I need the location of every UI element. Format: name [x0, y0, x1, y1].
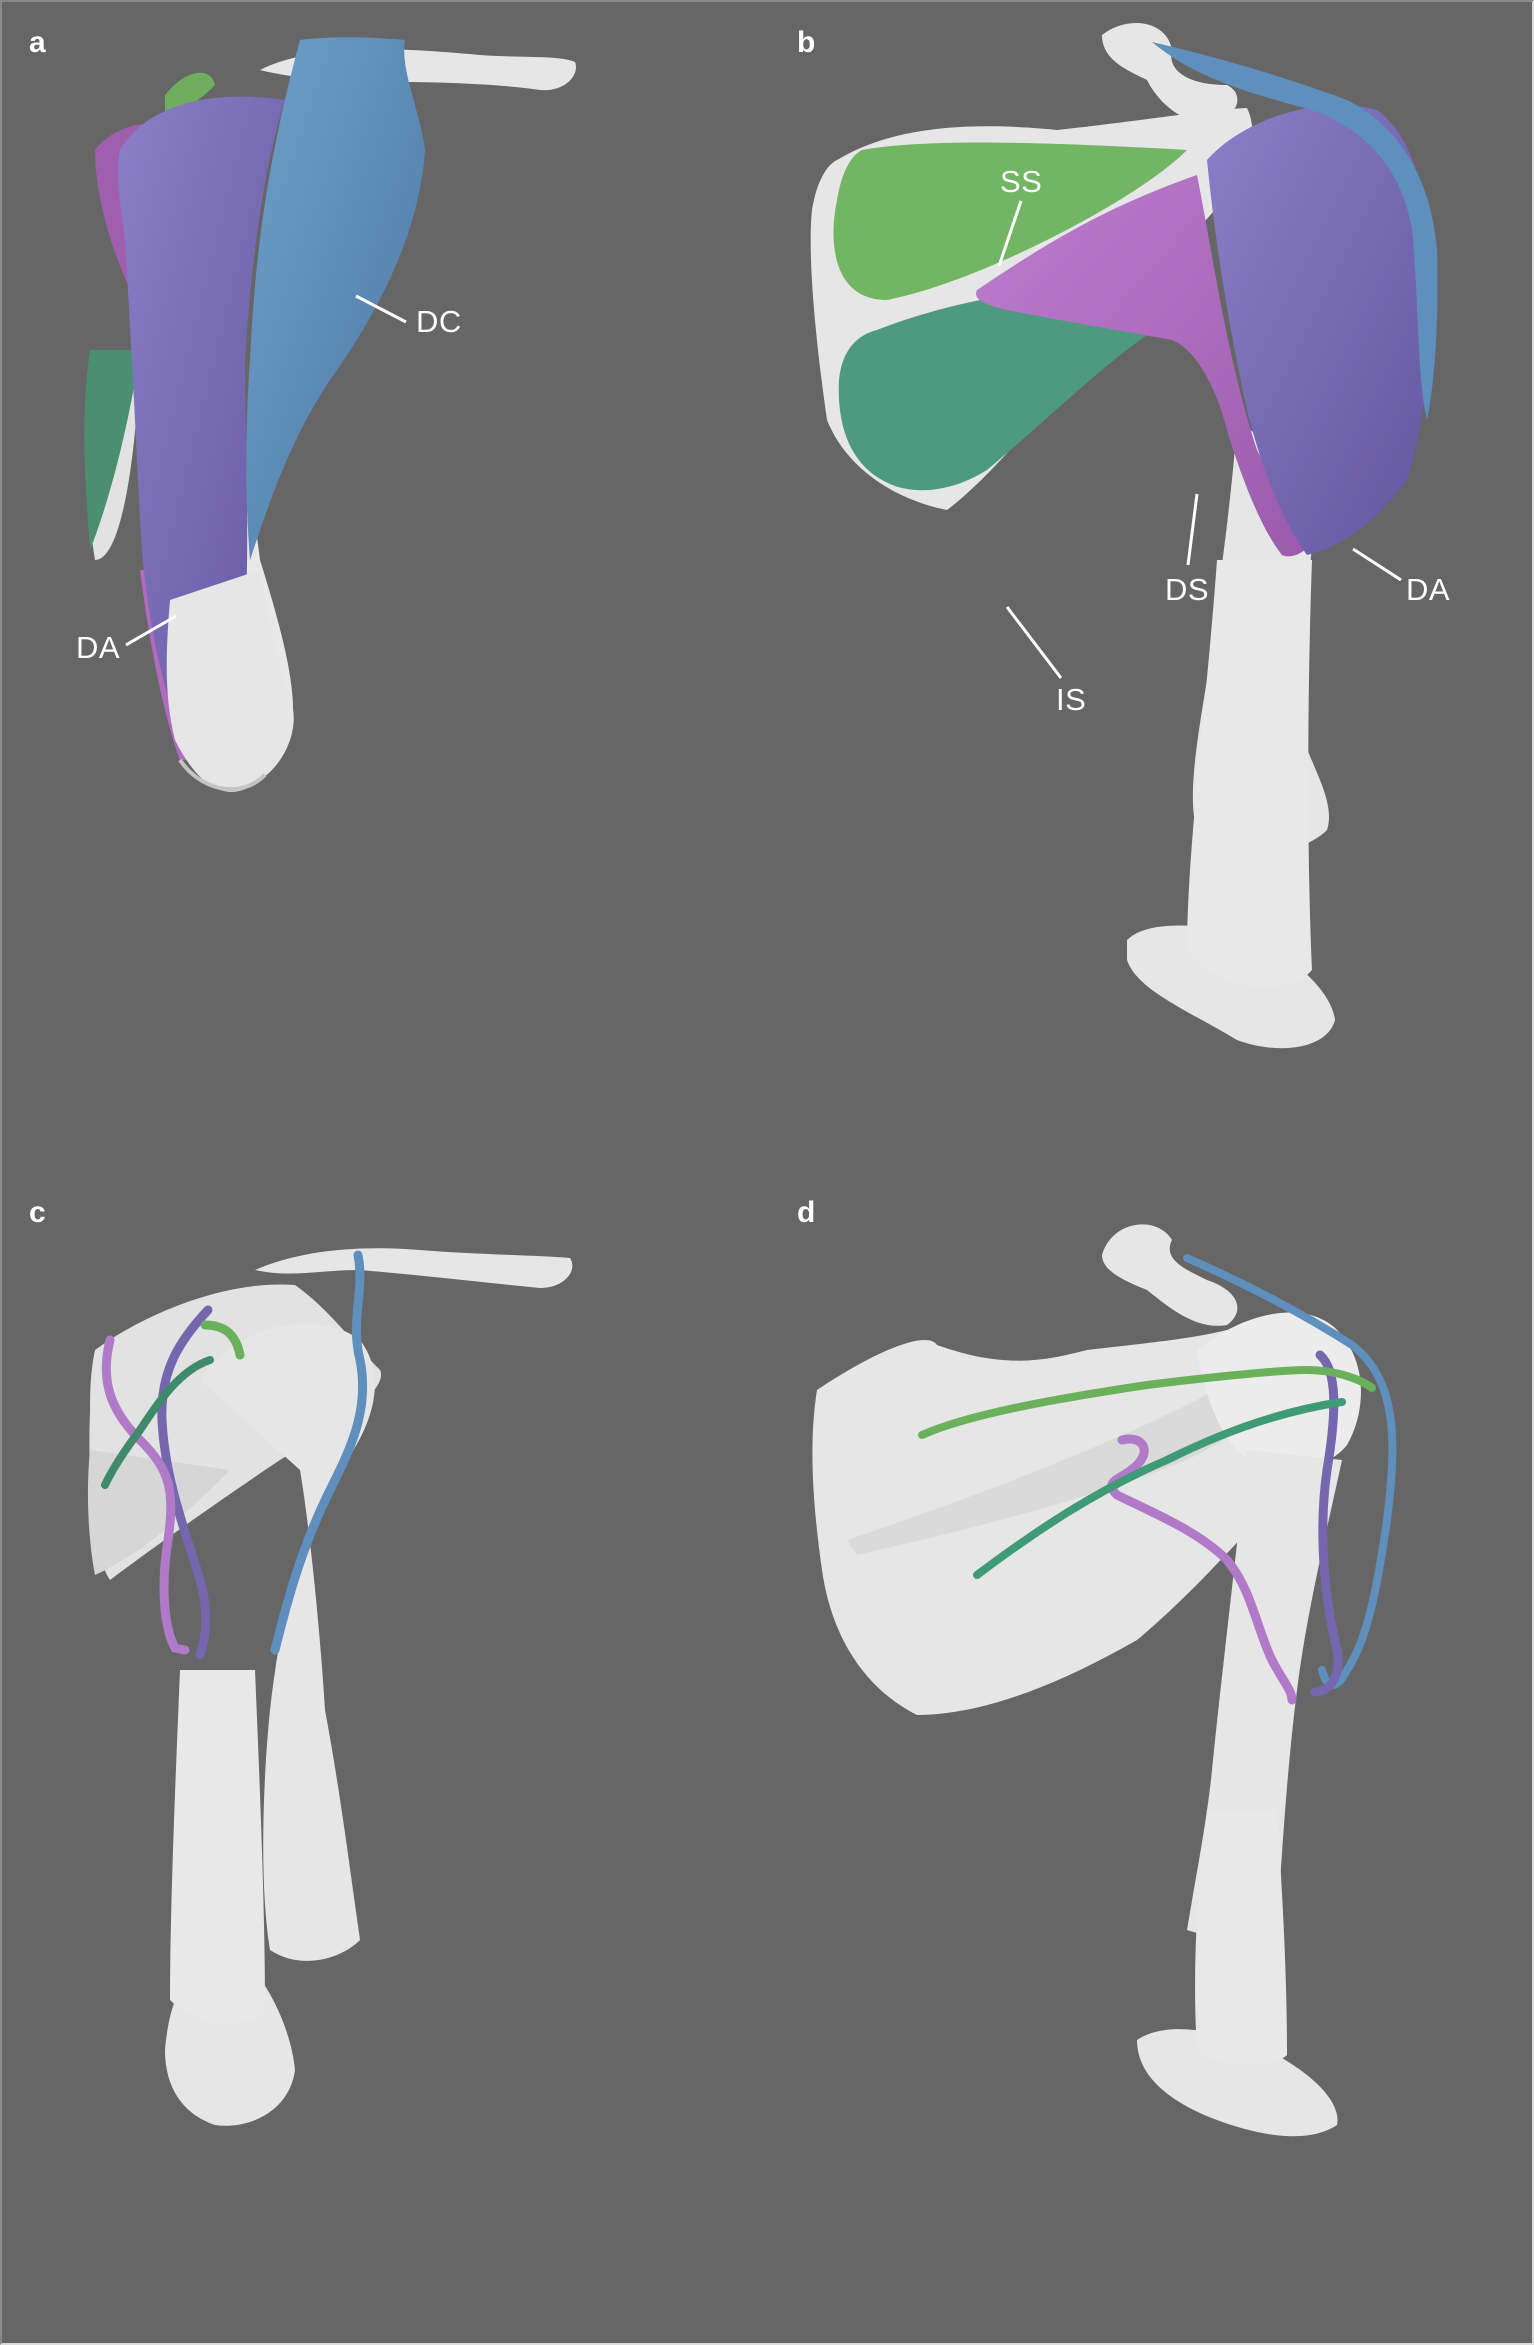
muscle-DC: [1152, 42, 1438, 420]
label-DC: DC: [416, 304, 462, 339]
nerve-DC: [1183, 1254, 1397, 1689]
panel-d-render: [812, 1224, 1397, 2137]
panel-letter-b: b: [797, 26, 816, 59]
scapular-spine: [847, 1335, 1327, 1555]
clavicle: [1102, 1224, 1238, 1326]
muscle-DS: [976, 175, 1308, 557]
label-DA: DA: [1406, 572, 1451, 607]
nerve-DC: [270, 1250, 368, 1655]
label-IS: IS: [1056, 682, 1087, 717]
clavicle: [1102, 23, 1238, 125]
nerve-DS: [1107, 1434, 1297, 1705]
panel-letter-d: d: [797, 1196, 816, 1229]
leader-line-DA: [1352, 547, 1402, 582]
muscle-DC: [246, 37, 425, 560]
leader-line-DS: [1186, 493, 1199, 566]
panel-letter-c: c: [29, 1196, 46, 1229]
humerus-shaft: [1195, 1810, 1287, 2066]
humerus-shaft: [170, 1670, 265, 2024]
panel-letter-a: a: [29, 26, 46, 59]
nerve-DS: [101, 1335, 190, 1655]
muscle-IS: [838, 290, 1147, 491]
muscle-DA: [1207, 105, 1429, 555]
humerus-distal: [1137, 2029, 1338, 2137]
humerus-distal: [166, 570, 294, 792]
leader-line-IS: [1005, 606, 1063, 679]
panel-c: c: [0, 1170, 767, 2340]
muscle-IS: [84, 350, 140, 550]
nerve-DA: [1310, 1350, 1343, 1697]
clavicle: [255, 1248, 573, 1288]
nerve-SS: [918, 1365, 1376, 1439]
panel-d: d: [767, 1170, 1534, 2340]
label-DA: DA: [76, 630, 121, 665]
panel-a-render: [84, 37, 576, 792]
panel-b: b SS DS DA IS: [767, 0, 1534, 1170]
scapula-blade: [87, 1450, 231, 1575]
panel-b-render: [810, 23, 1438, 1049]
panel-a: a DC DA: [0, 0, 767, 1170]
leader-line-DC: [355, 294, 407, 324]
label-DS: DS: [1165, 572, 1210, 607]
nerve-SS: [200, 1320, 245, 1360]
panel-c-render: [87, 1248, 573, 2126]
nerve-IS: [973, 1398, 1346, 1579]
humerus-shaft: [1187, 560, 1312, 988]
leader-line-DA: [125, 614, 177, 647]
leader-line-SS: [997, 200, 1023, 267]
nerve-IS: [101, 1356, 214, 1489]
label-SS: SS: [1000, 164, 1043, 199]
muscle-SS: [833, 142, 1187, 300]
humerus-distal-shade: [178, 758, 267, 792]
